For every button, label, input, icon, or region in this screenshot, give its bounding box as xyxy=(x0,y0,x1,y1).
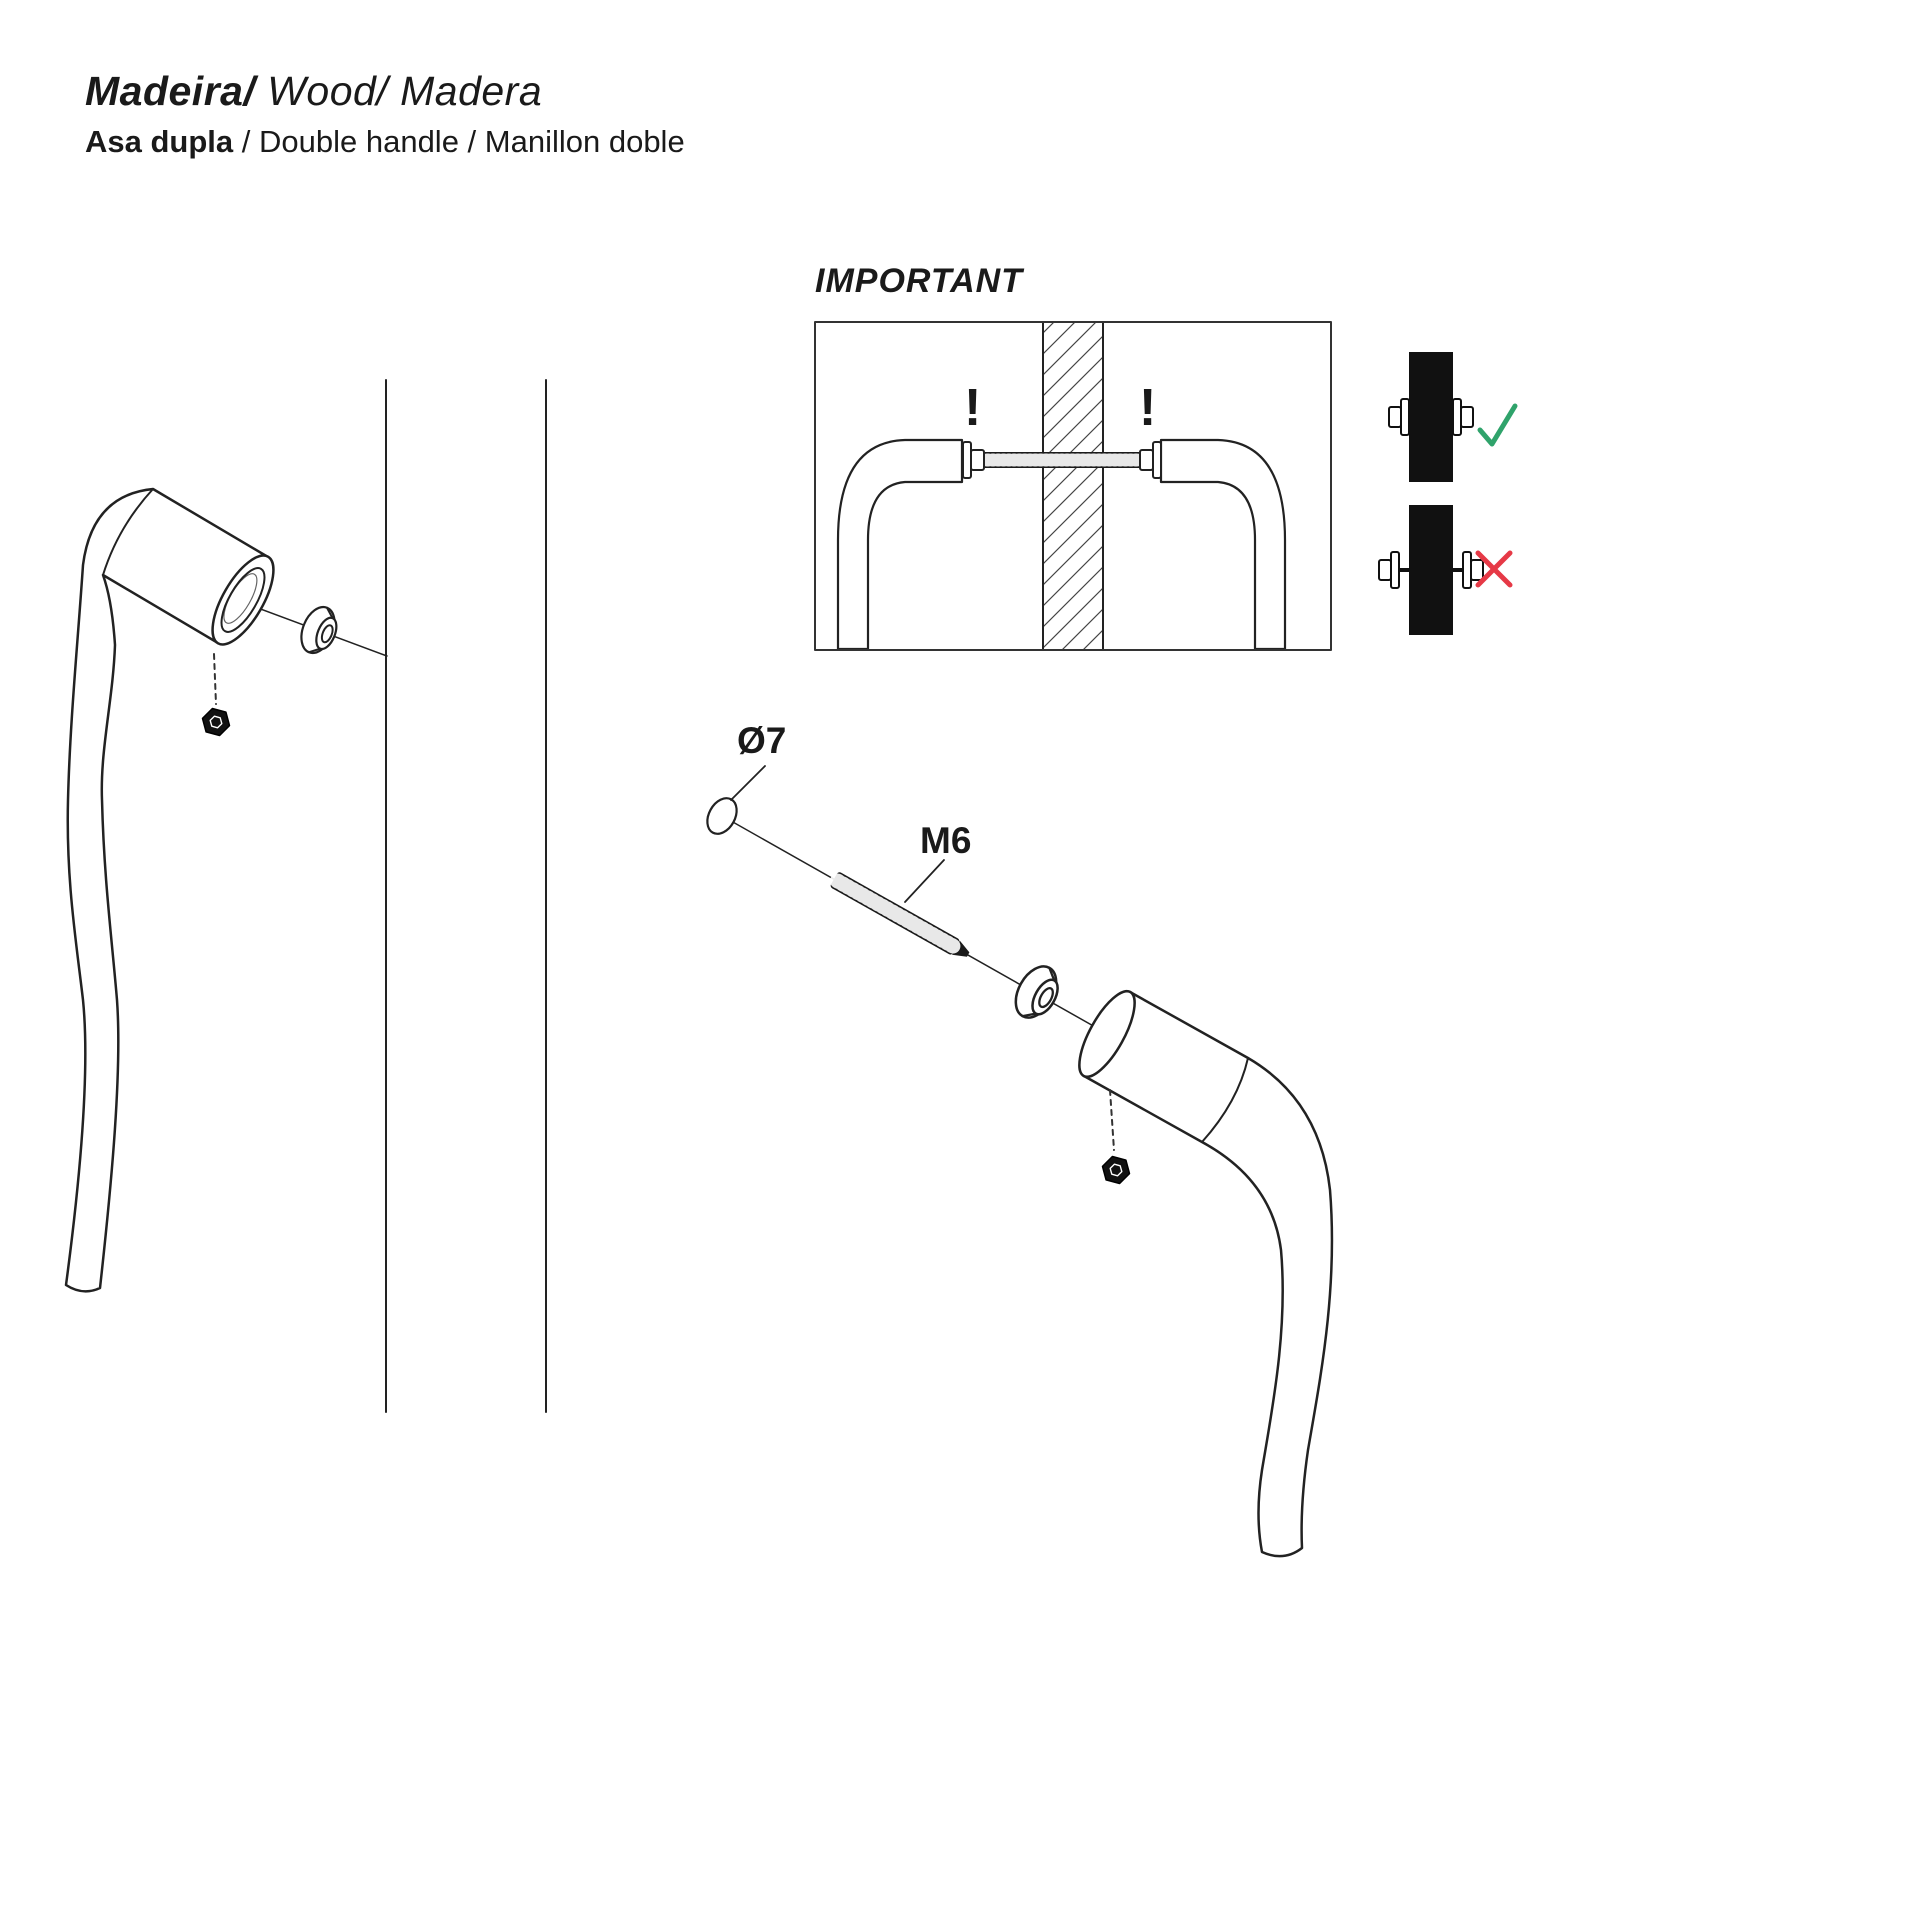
set-screw-leader xyxy=(1109,1089,1115,1151)
hole-diameter-label: Ø7 xyxy=(737,720,787,761)
title-primary: Madeira/ xyxy=(85,68,256,114)
rod-fitting-right xyxy=(1139,441,1162,479)
warning-exclamation-left: ! xyxy=(964,379,982,437)
important-box xyxy=(814,321,1332,651)
check-icon xyxy=(1477,403,1518,447)
mounting-nut-icon xyxy=(1014,965,1059,1019)
set-screw-icon xyxy=(1101,1155,1131,1185)
wall-handle-left xyxy=(836,438,964,651)
title-secondary: Wood/ Madera xyxy=(255,68,543,114)
wall-handle-right xyxy=(1159,438,1287,651)
handle-left-drawing xyxy=(64,487,270,1293)
correct-mount-icon xyxy=(1388,352,1518,482)
hole-ellipse xyxy=(706,797,738,835)
handle-right-drawing xyxy=(1082,990,1334,1558)
warning-exclamation-right: ! xyxy=(1139,379,1157,437)
thread-size-label: M6 xyxy=(920,820,972,861)
set-screw-icon xyxy=(201,707,231,737)
cross-icon xyxy=(1475,550,1513,588)
page-subtitle: Asa dupla / Double handle / Manillon dob… xyxy=(85,124,685,160)
through-rod xyxy=(980,452,1148,468)
important-panel xyxy=(814,321,1332,651)
handle-left-seam xyxy=(102,488,154,576)
right-exploded-view xyxy=(706,765,1334,1558)
door-bar-icon xyxy=(1409,352,1453,482)
threaded-rod-icon xyxy=(829,872,970,957)
hole-leader-line xyxy=(730,765,766,801)
handle-mouth xyxy=(211,554,275,646)
handle-right-seam xyxy=(1201,1057,1249,1143)
important-label: IMPORTANT xyxy=(815,262,1023,300)
thread-leader-line xyxy=(904,859,945,903)
wrong-mount-icon xyxy=(1378,505,1513,635)
subtitle-secondary: / Double handle / Manillon doble xyxy=(233,124,685,159)
rod-fitting-left xyxy=(962,441,985,479)
subtitle-primary: Asa dupla xyxy=(85,124,234,159)
handle-end-face xyxy=(1078,989,1136,1079)
page-title: Madeira/ Wood/ Madera xyxy=(85,68,542,115)
door-bar-icon xyxy=(1409,505,1453,635)
door-cross-section-hatch xyxy=(1043,323,1103,649)
mounting-nut-icon xyxy=(300,605,338,655)
set-screw-leader xyxy=(213,653,217,705)
left-assembly-view xyxy=(64,379,547,1413)
